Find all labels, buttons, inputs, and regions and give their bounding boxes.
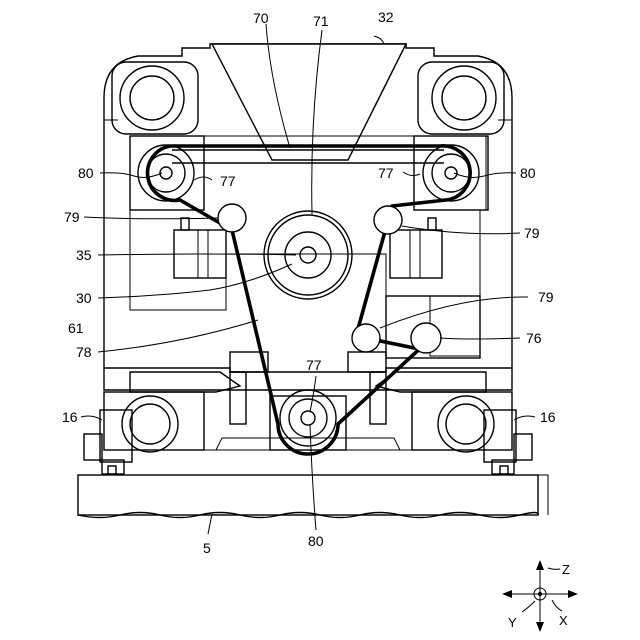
foot-left: [84, 410, 132, 474]
label-16-right: 16: [540, 409, 556, 425]
label-32: 32: [378, 9, 394, 25]
motor-block-left: [174, 218, 226, 278]
label-80-right: 80: [520, 165, 536, 181]
axis-x-label: X: [559, 613, 568, 628]
label-77-left: 77: [220, 173, 236, 189]
drive-belt: [148, 146, 471, 454]
label-5: 5: [203, 540, 211, 556]
label-30: 30: [76, 290, 92, 306]
idler-left: [218, 204, 246, 232]
bottom-left-roller: [104, 392, 204, 452]
top-left-roller: [112, 62, 198, 134]
label-78: 78: [76, 344, 92, 360]
top-right-roller: [418, 62, 504, 134]
tension-roller: [411, 323, 441, 353]
label-79-left: 79: [64, 209, 80, 225]
label-35: 35: [76, 247, 92, 263]
pulley-bottom: [280, 390, 336, 446]
coordinate-axes: Z Y X: [502, 560, 578, 632]
axis-z-label: Z: [562, 562, 570, 577]
label-16-left: 16: [62, 409, 78, 425]
idler-right-lower: [352, 324, 380, 352]
label-80-left: 80: [78, 165, 94, 181]
hopper: [212, 44, 406, 160]
bottom-right-roller: [412, 392, 512, 452]
label-79-right-upper: 79: [524, 225, 540, 241]
label-76: 76: [526, 330, 542, 346]
label-77-right: 77: [378, 165, 394, 181]
label-61: 61: [68, 320, 84, 336]
label-79-right-lower: 79: [538, 289, 554, 305]
axis-y-label: Y: [508, 615, 517, 630]
label-77-bottom: 77: [306, 357, 322, 373]
label-71: 71: [313, 13, 329, 29]
foot-right: [484, 410, 532, 474]
label-70: 70: [253, 10, 269, 26]
label-80-bottom: 80: [308, 533, 324, 549]
idler-right-upper: [374, 206, 402, 234]
